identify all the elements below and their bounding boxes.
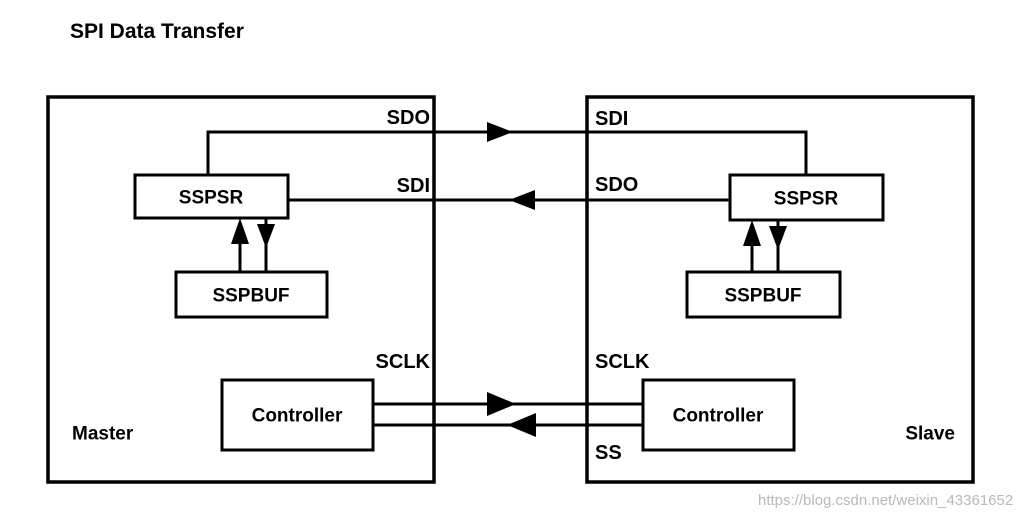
master-boundary-box <box>46 95 436 484</box>
master-buf-to-sr-arrowhead-up <box>231 218 249 244</box>
master-sspbuf-label: SSPBUF <box>212 286 289 307</box>
slave-sspbuf-box <box>685 270 842 319</box>
slave-sdi-label: SDI <box>595 108 628 130</box>
page-title: SPI Data Transfer <box>70 20 244 43</box>
slave-sspsr-label: SSPSR <box>774 189 839 210</box>
slave-sclk-label: SCLK <box>595 351 650 373</box>
master-sclk-label: SCLK <box>376 351 431 373</box>
master-sdo-label: SDO <box>387 107 430 129</box>
master-sspbuf-box <box>174 270 329 319</box>
slave-sspsr-box <box>728 173 885 222</box>
ss-bus-arrowhead-left <box>507 413 536 437</box>
slave-sspbuf-label: SSPBUF <box>724 286 801 307</box>
sdi-bus-arrowhead-left <box>509 190 535 210</box>
master-controller-box <box>220 378 375 452</box>
slave-controller-box <box>641 378 796 452</box>
slave-sdo-label: SDO <box>595 174 638 196</box>
slave-boundary-box <box>585 95 975 484</box>
master-controller-label: Controller <box>252 406 343 427</box>
master-sr-to-buf-arrowhead-down <box>257 224 275 248</box>
master-sdo-internal-wire <box>206 130 434 175</box>
slave-sdi-internal-wire <box>587 130 808 175</box>
slave-side-label: Slave <box>905 424 955 445</box>
sdo-bus-arrowhead-right <box>487 122 513 142</box>
slave-ss-label: SS <box>595 442 622 464</box>
slave-controller-label: Controller <box>673 406 764 427</box>
master-sspsr-box <box>133 173 290 220</box>
slave-sr-to-buf-arrowhead-down <box>769 226 787 250</box>
watermark-text: https://blog.csdn.net/weixin_43361652 <box>758 492 1013 509</box>
master-side-label: Master <box>72 424 134 445</box>
master-sspsr-label: SSPSR <box>179 188 244 209</box>
master-sdi-label: SDI <box>397 175 430 197</box>
sclk-bus-arrowhead-right <box>487 392 516 416</box>
slave-buf-to-sr-arrowhead-up <box>743 220 761 246</box>
